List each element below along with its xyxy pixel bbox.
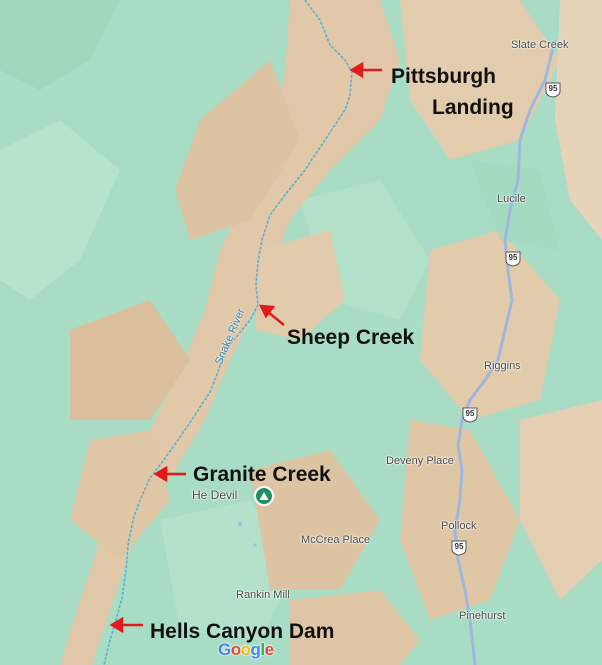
annotation-pittsburgh-landing-line1: Pittsburgh bbox=[391, 65, 496, 88]
mountain-peak-icon[interactable] bbox=[254, 486, 274, 506]
highway-shield-icon: 95 bbox=[451, 540, 467, 556]
place-label-pollock[interactable]: Pollock bbox=[441, 520, 477, 532]
highway-shield-icon: 95 bbox=[505, 251, 521, 267]
place-label-pinehurst[interactable]: Pinehurst bbox=[459, 610, 506, 622]
highway-shield-icon: 95 bbox=[545, 82, 561, 98]
annotation-granite-creek: Granite Creek bbox=[193, 463, 331, 486]
place-label-slate-creek[interactable]: Slate Creek bbox=[511, 39, 569, 51]
place-label-riggins[interactable]: Riggins bbox=[484, 360, 521, 372]
place-label-rankin-mill[interactable]: Rankin Mill bbox=[236, 589, 290, 601]
place-label-deveny-place[interactable]: Deveny Place bbox=[386, 455, 454, 467]
google-logo: Google bbox=[218, 640, 274, 659]
place-label-he-devil[interactable]: He Devil bbox=[192, 488, 238, 502]
annotation-hells-canyon-dam: Hells Canyon Dam bbox=[150, 620, 335, 643]
annotation-pittsburgh-landing-line2: Landing bbox=[432, 96, 514, 119]
highway-shield-icon: 95 bbox=[462, 407, 478, 423]
place-label-lucile[interactable]: Lucile bbox=[497, 193, 526, 205]
snake-river-line bbox=[103, 0, 353, 665]
annotation-sheep-creek: Sheep Creek bbox=[287, 326, 415, 349]
annotation-arrows bbox=[109, 61, 382, 634]
place-label-mccrea-place[interactable]: McCrea Place bbox=[301, 534, 371, 546]
